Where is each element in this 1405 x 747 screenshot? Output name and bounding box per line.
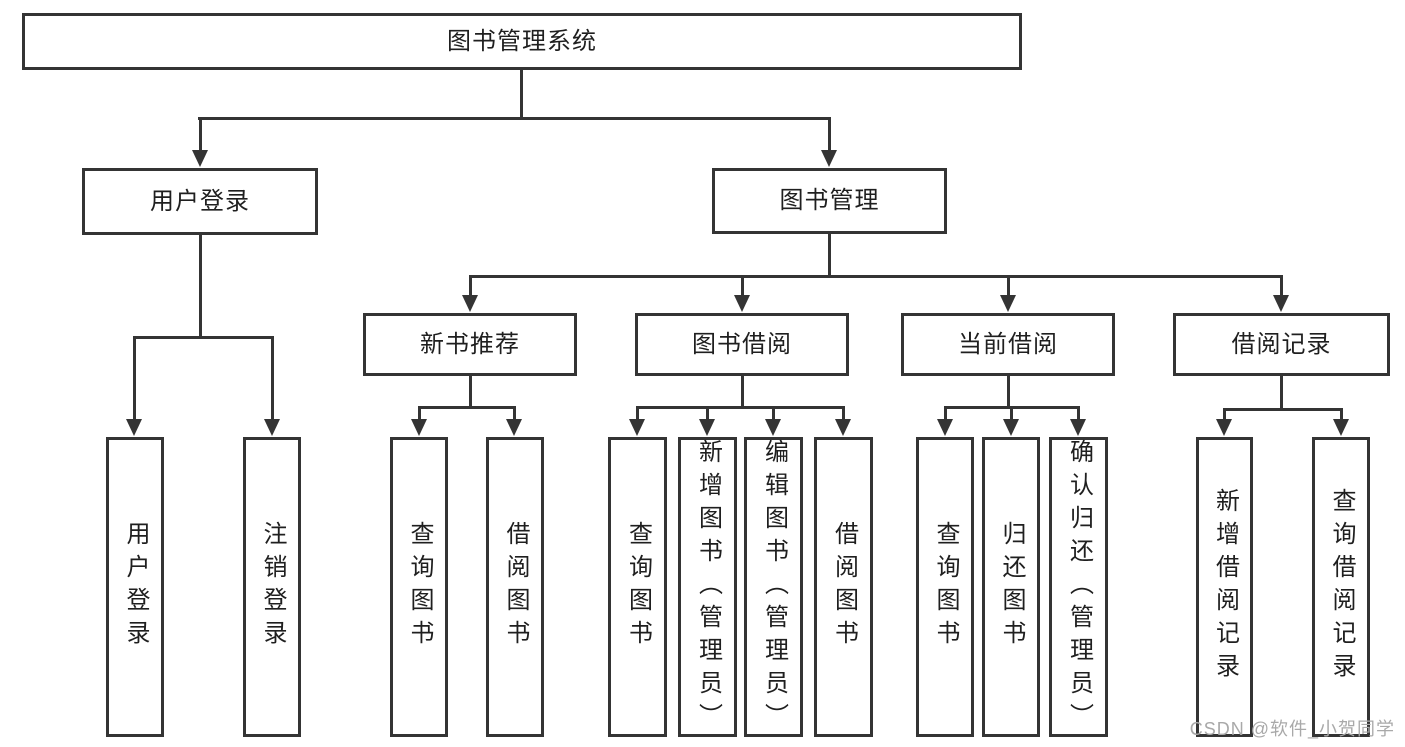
node-root-library-system: 图书管理系统: [22, 13, 1022, 70]
arrowhead-leaf-query-record: [1333, 419, 1349, 436]
node-book-borrow-label: 图书借阅: [692, 330, 792, 358]
connector-borrow-records-rail: [1223, 408, 1343, 411]
leaf-query-borrow-record: 查询借阅记录: [1312, 437, 1370, 737]
node-book-borrow: 图书借阅: [635, 313, 849, 376]
leaf-add-borrow-record: 新增借阅记录: [1196, 437, 1253, 737]
connector-leaf-borrow1-shaft: [513, 406, 516, 422]
connector-leaf-borrow2-shaft: [842, 406, 845, 422]
arrowhead-leaf-add-record: [1216, 419, 1232, 436]
node-borrow-records: 借阅记录: [1173, 313, 1390, 376]
arrowhead-leaf-add-books: [699, 419, 715, 436]
leaf-return-books: 归还图书: [982, 437, 1040, 737]
arrowhead-leaf-return: [1003, 419, 1019, 436]
leaf-query-borrow-record-label: 查询借阅记录: [1328, 488, 1355, 686]
leaf-query-books-3-label: 查询图书: [932, 521, 959, 653]
connector-level1-rail: [198, 117, 831, 120]
arrowhead-user-login: [192, 150, 208, 167]
leaf-borrow-books-1: 借阅图书: [486, 437, 544, 737]
arrowhead-leaf-query2: [629, 419, 645, 436]
arrowhead-book-mgmt: [821, 150, 837, 167]
arrowhead-borrow-records: [1273, 295, 1289, 312]
leaf-confirm-return-admin: 确认归还（管理员）: [1049, 437, 1108, 737]
connector-user-login-shaft: [199, 117, 202, 152]
leaf-add-books-admin-label: 新增图书（管理员）: [694, 438, 722, 736]
csdn-watermark: CSDN @软件_小贺同学: [1189, 719, 1395, 739]
arrowhead-leaf-query3: [937, 419, 953, 436]
connector-leaf-add-books-shaft: [706, 406, 709, 422]
connector-leaf-edit-books-shaft: [772, 406, 775, 422]
connector-book-mgmt-shaft: [828, 117, 831, 152]
arrowhead-leaf-query1: [411, 419, 427, 436]
node-book-mgmt-label: 图书管理: [779, 187, 880, 214]
leaf-borrow-books-2-label: 借阅图书: [830, 521, 858, 653]
connector-book-borrow-shaft: [741, 275, 744, 297]
arrowhead-leaf-borrow1: [506, 419, 522, 436]
node-book-mgmt: 图书管理: [712, 168, 947, 234]
leaf-logout: 注销登录: [243, 437, 301, 737]
node-new-book-rec-label: 新书推荐: [420, 330, 520, 358]
connector-leaf-confirm-return-shaft: [1077, 406, 1080, 422]
arrowhead-book-borrow: [734, 295, 750, 312]
leaf-user-login: 用户登录: [106, 437, 164, 737]
arrowhead-leaf-borrow2: [835, 419, 851, 436]
leaf-query-books-2-label: 查询图书: [624, 521, 652, 653]
connector-current-borrow-shaft: [1007, 275, 1010, 297]
leaf-edit-books-admin-label: 编辑图书（管理员）: [760, 438, 788, 736]
connector-new-book-rec-shaft: [469, 275, 472, 297]
node-current-borrow-label: 当前借阅: [958, 330, 1058, 358]
node-borrow-records-label: 借阅记录: [1231, 330, 1332, 358]
connector-user-login-rail: [133, 336, 274, 339]
connector-current-borrow-stub: [1007, 376, 1010, 406]
arrowhead-leaf-edit-books: [765, 419, 781, 436]
leaf-query-books-2: 查询图书: [608, 437, 667, 737]
arrowhead-new-book-rec: [462, 295, 478, 312]
leaf-add-borrow-record-label: 新增借阅记录: [1211, 488, 1239, 686]
node-root-label: 图书管理系统: [447, 27, 597, 55]
connector-user-login-stub: [199, 235, 202, 336]
connector-book-borrow-stub: [741, 376, 744, 406]
arrowhead-leaf-logout: [264, 419, 280, 436]
arrowhead-leaf-confirm-return: [1070, 419, 1086, 436]
connector-book-mgmt-stub: [828, 234, 831, 275]
leaf-return-books-label: 归还图书: [998, 521, 1025, 653]
leaf-query-books-3: 查询图书: [916, 437, 974, 737]
leaf-add-books-admin: 新增图书（管理员）: [678, 437, 737, 737]
leaf-query-books-1-label: 查询图书: [406, 521, 433, 653]
node-current-borrow: 当前借阅: [901, 313, 1115, 376]
connector-new-book-rec-rail: [418, 406, 516, 409]
connector-leaf-user-login-shaft: [133, 336, 136, 421]
arrowhead-current-borrow: [1000, 295, 1016, 312]
connector-borrow-records-shaft: [1280, 275, 1283, 297]
connector-root-stub: [520, 70, 523, 117]
connector-leaf-query2-shaft: [636, 406, 639, 422]
connector-book-borrow-rail: [636, 406, 845, 409]
connector-leaf-query-record-shaft: [1340, 408, 1343, 422]
node-new-book-rec: 新书推荐: [363, 313, 577, 376]
connector-borrow-records-stub: [1280, 376, 1283, 408]
connector-leaf-query1-shaft: [418, 406, 421, 422]
leaf-confirm-return-admin-label: 确认归还（管理员）: [1065, 438, 1093, 736]
connector-new-book-rec-stub: [469, 376, 472, 406]
leaf-logout-label: 注销登录: [259, 521, 286, 653]
node-user-login: 用户登录: [82, 168, 318, 235]
leaf-user-login-label: 用户登录: [122, 521, 149, 653]
leaf-borrow-books-2: 借阅图书: [814, 437, 873, 737]
connector-leaf-add-record-shaft: [1223, 408, 1226, 422]
leaf-edit-books-admin: 编辑图书（管理员）: [744, 437, 803, 737]
leaf-borrow-books-1-label: 借阅图书: [502, 521, 529, 653]
arrowhead-leaf-user-login: [126, 419, 142, 436]
node-user-login-label: 用户登录: [150, 187, 250, 215]
leaf-query-books-1: 查询图书: [390, 437, 448, 737]
connector-level2-rail: [469, 275, 1283, 278]
connector-leaf-query3-shaft: [944, 406, 947, 422]
connector-leaf-logout-shaft: [271, 336, 274, 421]
connector-leaf-return-shaft: [1010, 406, 1013, 422]
